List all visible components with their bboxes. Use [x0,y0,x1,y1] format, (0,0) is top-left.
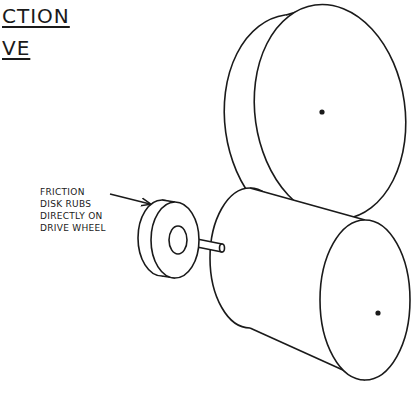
motor-cylinder [210,188,410,380]
callout-note: FRICTION DISK RUBS DIRECTLY ON DRIVE WHE… [40,186,106,235]
friction-disk [138,200,199,278]
title-fragment: VE [2,36,30,60]
leader-arrow [110,194,150,204]
title-fragment: CTION [2,4,70,28]
